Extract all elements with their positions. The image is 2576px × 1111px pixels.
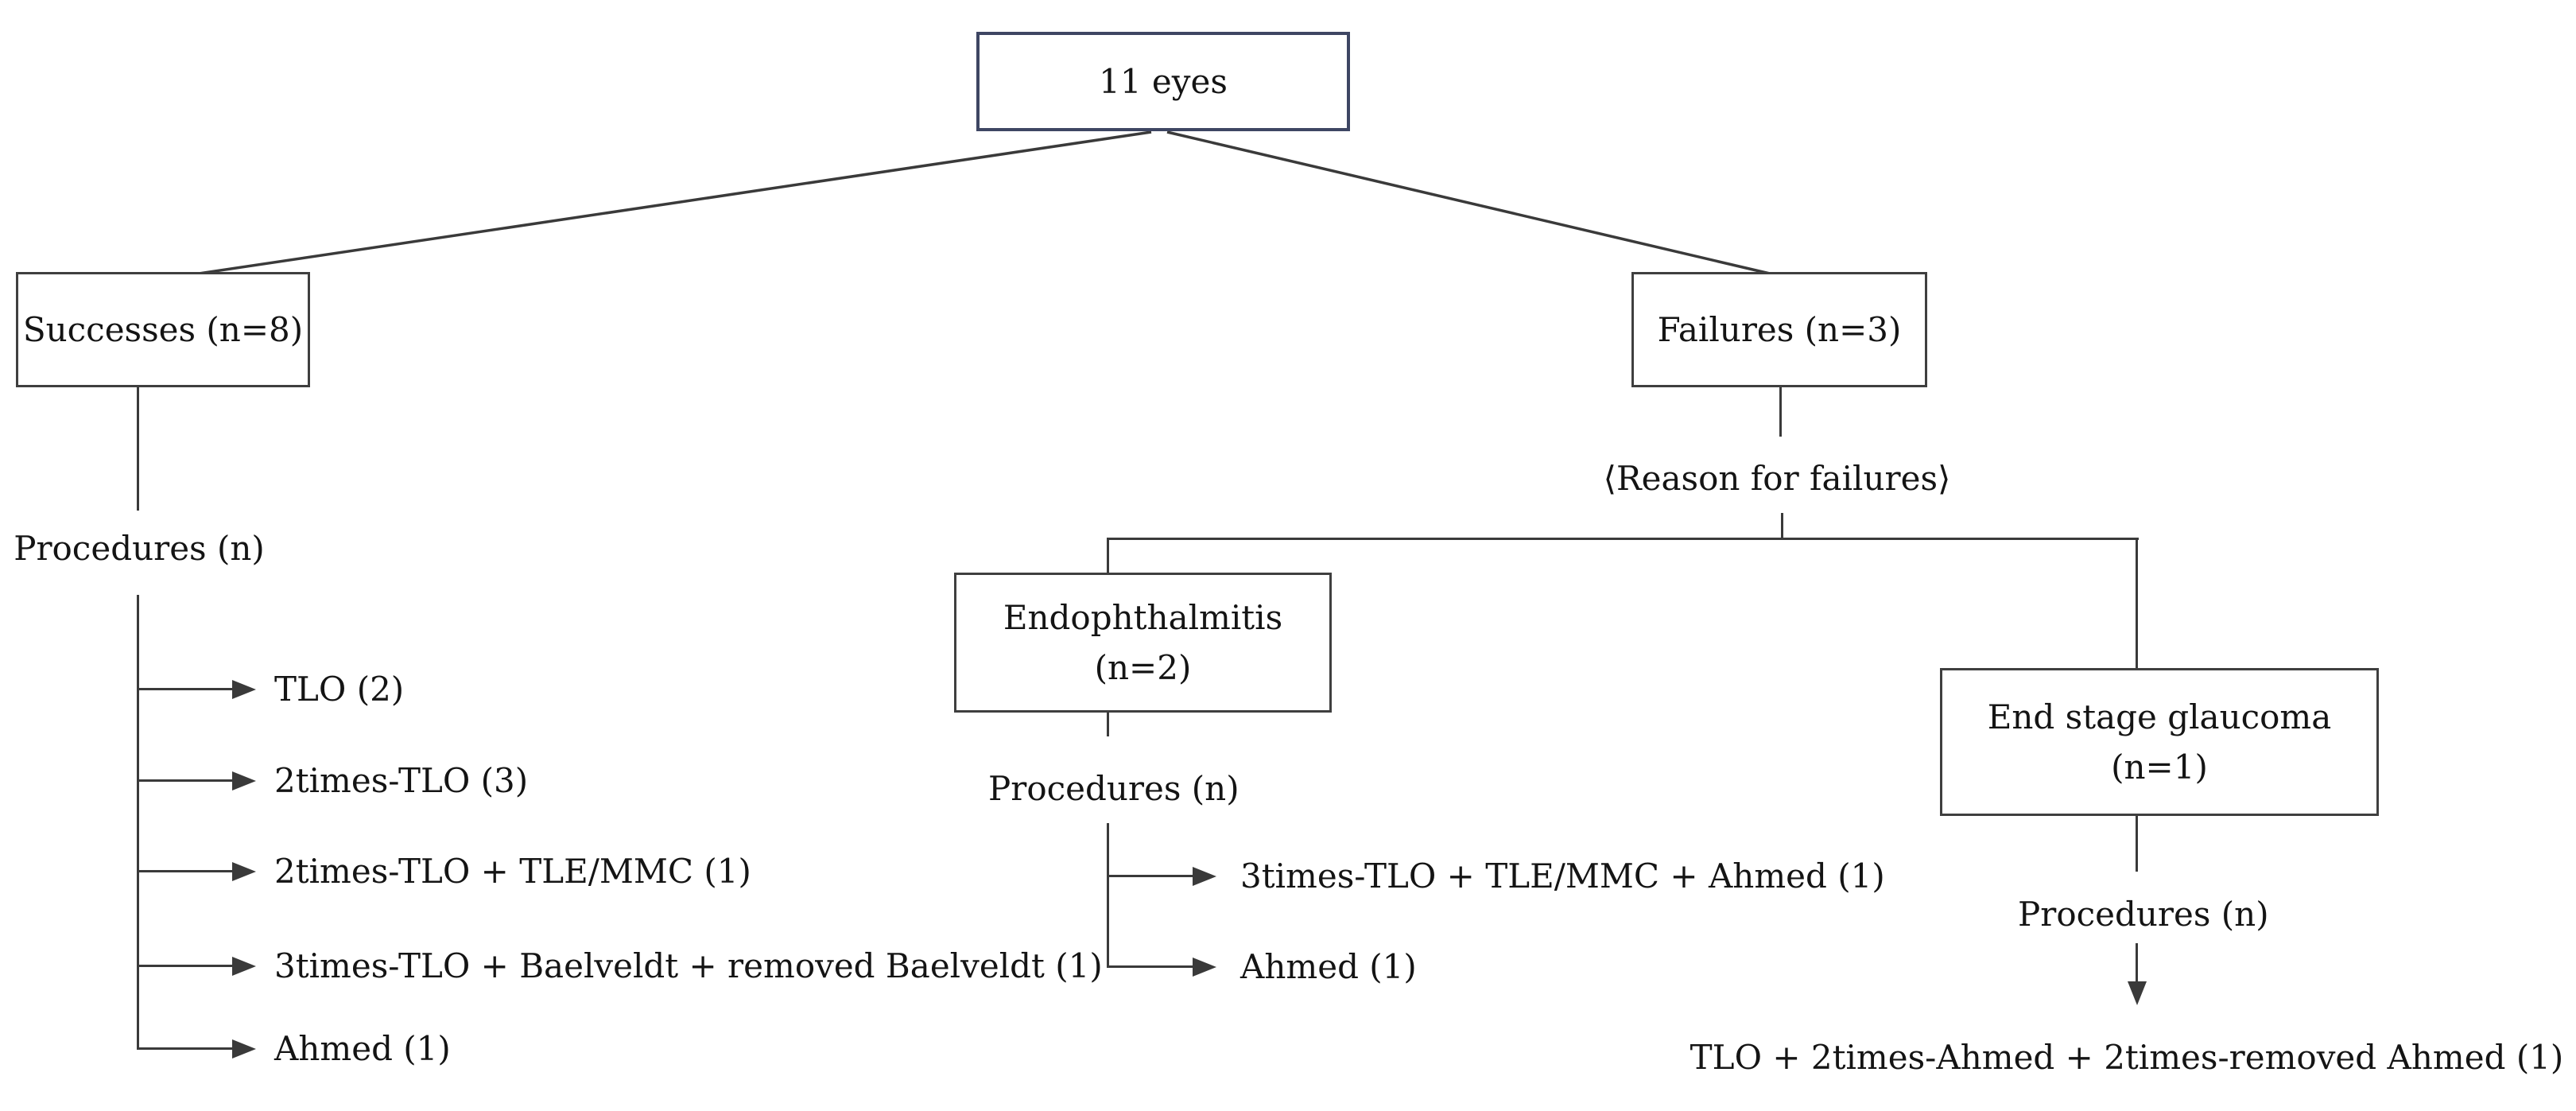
connector-line bbox=[1781, 513, 1783, 540]
node-successes: Successes (n=8) bbox=[16, 272, 310, 387]
node-total-eyes-label: 11 eyes bbox=[1099, 62, 1228, 101]
connector-line bbox=[137, 595, 139, 1050]
connector-line bbox=[1107, 823, 1109, 968]
connector-line bbox=[2136, 943, 2138, 983]
node-endophthalmitis-title: Endophthalmitis bbox=[1003, 598, 1283, 637]
connector-line bbox=[137, 870, 232, 872]
arrow-right-icon bbox=[232, 680, 256, 699]
node-endophthalmitis-count: (n=2) bbox=[1094, 648, 1192, 687]
procedure-item: 2times-TLO + TLE/MMC (1) bbox=[274, 852, 751, 891]
connector-line bbox=[137, 965, 232, 967]
arrow-right-icon bbox=[232, 862, 256, 881]
node-end-stage-glaucoma: End stage glaucoma (n=1) bbox=[1940, 668, 2379, 816]
procedure-item: Ahmed (1) bbox=[1240, 947, 1417, 986]
reason-for-failures-label: ⟨Reason for failures⟩ bbox=[1603, 459, 1951, 498]
connector-line bbox=[137, 779, 232, 782]
arrow-down-icon bbox=[2128, 981, 2147, 1005]
node-end-stage-glaucoma-title: End stage glaucoma bbox=[1987, 697, 2332, 736]
arrow-right-icon bbox=[1193, 867, 1216, 886]
arrow-right-icon bbox=[232, 1039, 256, 1059]
end-stage-procedures-label: Procedures (n) bbox=[2018, 895, 2269, 934]
successes-procedures-label: Procedures (n) bbox=[14, 529, 265, 568]
arrow-right-icon bbox=[232, 771, 256, 791]
connector-root-to-failures bbox=[1166, 130, 1771, 275]
procedure-item: 3times-TLO + Baelveldt + removed Baelvel… bbox=[274, 946, 1103, 985]
connector-root-to-successes bbox=[198, 130, 1152, 275]
connector-line bbox=[137, 387, 139, 511]
procedure-item: 3times-TLO + TLE/MMC + Ahmed (1) bbox=[1240, 857, 1885, 895]
arrow-right-icon bbox=[232, 957, 256, 976]
node-total-eyes: 11 eyes bbox=[976, 32, 1350, 131]
connector-line bbox=[2136, 816, 2138, 872]
connector-line bbox=[1107, 538, 2139, 540]
connector-line bbox=[1107, 965, 1193, 968]
connector-line bbox=[1107, 538, 1109, 574]
procedure-item: TLO + 2times-Ahmed + 2times-removed Ahme… bbox=[1690, 1038, 2564, 1077]
procedure-item: 2times-TLO (3) bbox=[274, 761, 529, 800]
node-end-stage-glaucoma-count: (n=1) bbox=[2111, 748, 2208, 787]
connector-line bbox=[2136, 538, 2138, 670]
procedure-item: Ahmed (1) bbox=[274, 1029, 451, 1068]
endophthalmitis-procedures-label: Procedures (n) bbox=[988, 769, 1240, 808]
connector-line bbox=[1107, 875, 1193, 877]
node-failures-label: Failures (n=3) bbox=[1657, 310, 1902, 349]
connector-line bbox=[1779, 387, 1782, 437]
connector-line bbox=[137, 1047, 232, 1050]
connector-line bbox=[1107, 713, 1109, 736]
procedure-item: TLO (2) bbox=[274, 670, 405, 709]
node-failures: Failures (n=3) bbox=[1631, 272, 1927, 387]
connector-line bbox=[137, 688, 232, 690]
node-endophthalmitis: Endophthalmitis (n=2) bbox=[954, 573, 1332, 713]
node-successes-label: Successes (n=8) bbox=[22, 310, 304, 349]
arrow-right-icon bbox=[1193, 958, 1216, 977]
